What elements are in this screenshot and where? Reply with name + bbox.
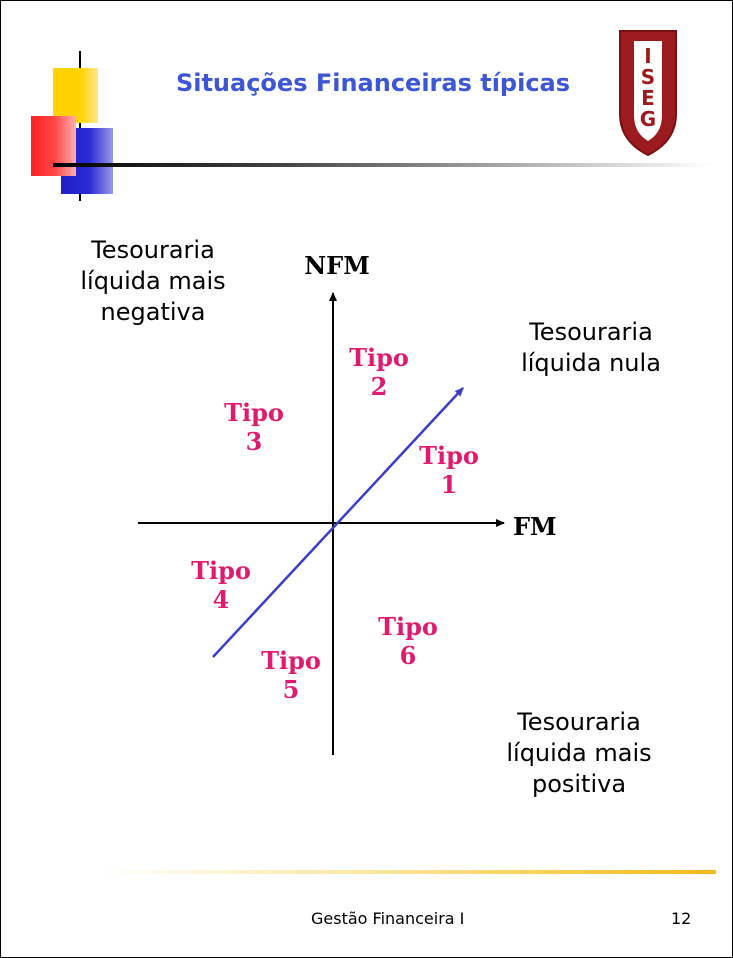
- logo-letter: S: [641, 65, 655, 89]
- region-number: 5: [283, 675, 300, 704]
- region-number: 1: [441, 470, 458, 499]
- region-number: 4: [213, 585, 230, 614]
- footer-course-name: Gestão Financeira I: [311, 909, 465, 928]
- label-bottom-right: Tesouraria líquida mais positiva: [479, 707, 679, 801]
- logo-letter: G: [640, 107, 656, 131]
- title-underline: [53, 163, 713, 167]
- decorative-vertical-line: [79, 51, 81, 201]
- region-word: Tipo: [224, 398, 284, 427]
- label-top-right-line-2: líquida nula: [521, 349, 661, 378]
- label-bottom-right-line-1: Tesouraria: [517, 708, 641, 736]
- footer-divider: [101, 870, 716, 874]
- label-top-left-line-3: negativa: [100, 298, 206, 327]
- break-even-diagonal: [212, 387, 464, 658]
- label-top-left-line-1: Tesouraria: [91, 236, 215, 264]
- label-top-right-line-1: Tesouraria: [529, 318, 653, 346]
- region-word: Tipo: [419, 441, 479, 470]
- region-word: Tipo: [191, 556, 251, 585]
- region-word: Tipo: [378, 612, 438, 641]
- logo-letter: I: [644, 44, 651, 68]
- y-axis-label: NFM: [304, 251, 370, 280]
- region-word: Tipo: [261, 646, 321, 675]
- decorative-squares: [1, 1, 131, 201]
- label-top-right: Tesouraria líquida nula: [491, 317, 691, 379]
- label-bottom-right-line-2: líquida mais: [506, 739, 652, 768]
- region-number: 3: [246, 427, 263, 456]
- label-top-left-line-2: líquida mais: [80, 267, 226, 296]
- region-number: 6: [400, 641, 417, 670]
- logo-letter: E: [641, 86, 655, 110]
- x-axis-label: FM: [513, 512, 557, 541]
- region-number: 2: [371, 372, 388, 401]
- label-top-left: Tesouraria líquida mais negativa: [63, 235, 243, 329]
- region-word: Tipo: [349, 343, 409, 372]
- decorative-yellow-square: [53, 68, 98, 123]
- slide-title: Situações Financeiras típicas: [175, 69, 571, 97]
- page-number: 12: [671, 909, 692, 928]
- label-bottom-right-line-3: positiva: [531, 770, 627, 799]
